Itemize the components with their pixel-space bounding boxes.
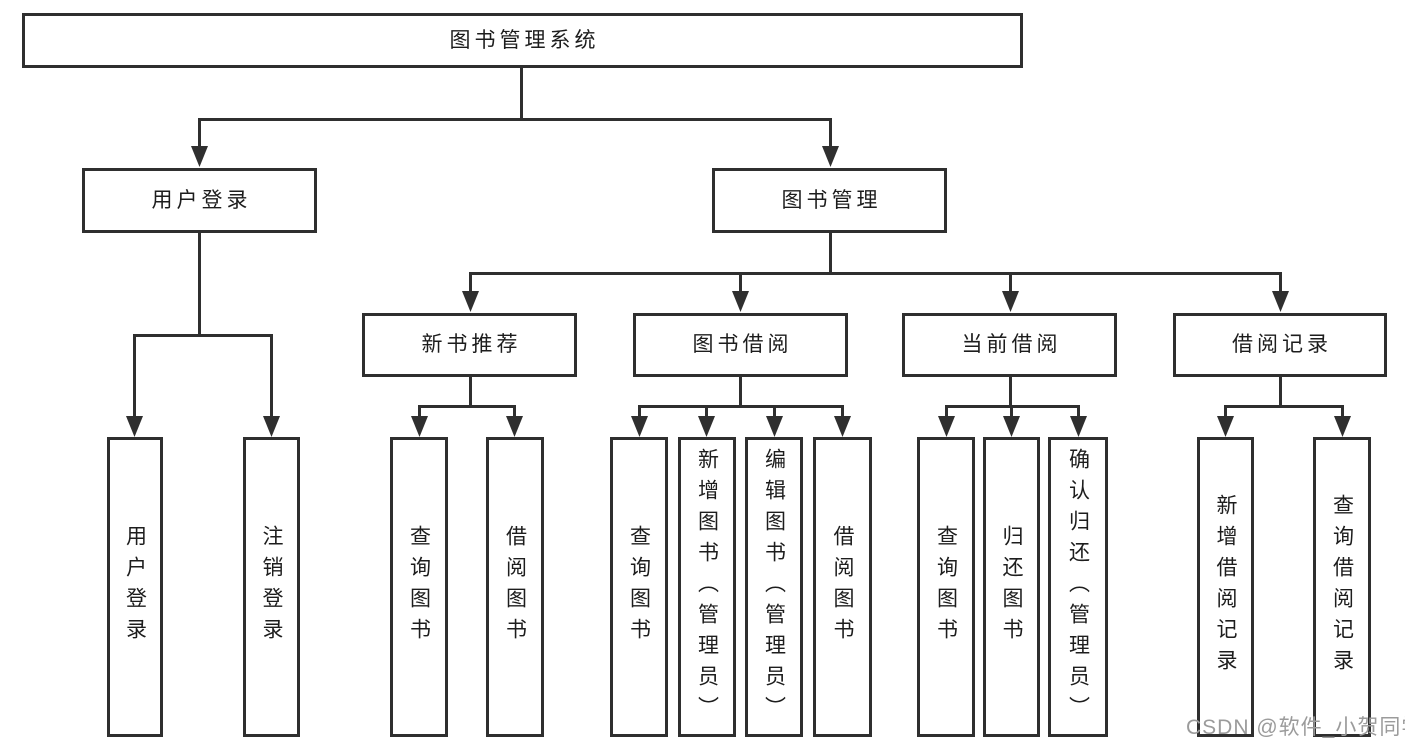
connector-currentborrow-to-leaves bbox=[945, 377, 1080, 420]
arrowhead-down-icon bbox=[1272, 291, 1289, 312]
node-root: 图书管理系统 bbox=[22, 13, 1023, 68]
arrowhead-down-icon bbox=[834, 416, 851, 437]
arrowhead-down-icon bbox=[1003, 416, 1020, 437]
leaf-add-book: 新增图书（管理员） bbox=[678, 437, 736, 737]
arrowhead-down-icon bbox=[938, 416, 955, 437]
node-new-book-recommend: 新书推荐 bbox=[362, 313, 577, 377]
leaf-user-login-label: 用户登录 bbox=[123, 525, 147, 649]
arrowhead-down-icon bbox=[263, 416, 280, 437]
node-book-borrow-label: 图书借阅 bbox=[692, 333, 793, 357]
node-book-management: 图书管理 bbox=[712, 168, 947, 233]
leaf-query-book-1: 查询图书 bbox=[390, 437, 448, 737]
arrowhead-down-icon bbox=[191, 146, 208, 167]
leaf-query-borrow-record-label: 查询借阅记录 bbox=[1330, 494, 1354, 680]
arrowhead-down-icon bbox=[1334, 416, 1351, 437]
leaf-return-book: 归还图书 bbox=[983, 437, 1040, 737]
leaf-borrow-book-1: 借阅图书 bbox=[486, 437, 544, 737]
leaf-confirm-return: 确认归还（管理员） bbox=[1048, 437, 1108, 737]
leaf-borrow-book-2-label: 借阅图书 bbox=[831, 525, 854, 649]
connector-bookmgmt-to-level3 bbox=[469, 233, 1282, 296]
node-borrow-records-label: 借阅记录 bbox=[1232, 333, 1332, 357]
leaf-user-login: 用户登录 bbox=[107, 437, 163, 737]
node-current-borrow: 当前借阅 bbox=[902, 313, 1117, 377]
arrowhead-down-icon bbox=[631, 416, 648, 437]
node-current-borrow-label: 当前借阅 bbox=[961, 333, 1062, 357]
node-user-login: 用户登录 bbox=[82, 168, 317, 233]
leaf-add-borrow-record-label: 新增借阅记录 bbox=[1214, 494, 1237, 680]
leaf-confirm-return-label: 确认归还（管理员） bbox=[1066, 447, 1090, 727]
node-borrow-records: 借阅记录 bbox=[1173, 313, 1387, 377]
arrowhead-down-icon bbox=[1217, 416, 1234, 437]
node-user-login-label: 用户登录 bbox=[151, 188, 252, 212]
connector-newbookrec-to-leaves bbox=[418, 377, 516, 420]
node-root-label: 图书管理系统 bbox=[449, 28, 600, 52]
arrowhead-down-icon bbox=[766, 416, 783, 437]
leaf-query-book-3-label: 查询图书 bbox=[934, 525, 958, 649]
leaf-query-book-2: 查询图书 bbox=[610, 437, 668, 737]
arrowhead-down-icon bbox=[411, 416, 428, 437]
leaf-edit-book-label: 编辑图书（管理员） bbox=[762, 447, 786, 727]
connector-root-to-level2 bbox=[198, 68, 832, 150]
leaf-logout: 注销登录 bbox=[243, 437, 300, 737]
leaf-add-borrow-record: 新增借阅记录 bbox=[1197, 437, 1254, 737]
leaf-add-book-label: 新增图书（管理员） bbox=[695, 447, 719, 727]
node-new-book-recommend-label: 新书推荐 bbox=[421, 333, 522, 357]
node-book-borrow: 图书借阅 bbox=[633, 313, 848, 377]
leaf-query-borrow-record: 查询借阅记录 bbox=[1313, 437, 1371, 737]
arrowhead-down-icon bbox=[1002, 291, 1019, 312]
arrowhead-down-icon bbox=[698, 416, 715, 437]
connector-bookborrow-to-leaves bbox=[638, 377, 844, 420]
arrowhead-down-icon bbox=[822, 146, 839, 167]
arrowhead-down-icon bbox=[506, 416, 523, 437]
leaf-query-book-2-label: 查询图书 bbox=[627, 525, 651, 649]
csdn-watermark: CSDN @软件_小贺同学 bbox=[1186, 716, 1405, 739]
leaf-return-book-label: 归还图书 bbox=[1000, 525, 1023, 649]
arrowhead-down-icon bbox=[1070, 416, 1087, 437]
leaf-edit-book: 编辑图书（管理员） bbox=[745, 437, 803, 737]
leaf-query-book-1-label: 查询图书 bbox=[407, 525, 431, 649]
arrowhead-down-icon bbox=[462, 291, 479, 312]
node-book-management-label: 图书管理 bbox=[781, 188, 882, 212]
connector-borrowrecords-to-leaves bbox=[1224, 377, 1344, 420]
leaf-borrow-book-1-label: 借阅图书 bbox=[503, 525, 527, 649]
arrowhead-down-icon bbox=[732, 291, 749, 312]
leaf-logout-label: 注销登录 bbox=[260, 525, 283, 649]
connector-userlogin-to-leaves bbox=[133, 233, 273, 420]
leaf-borrow-book-2: 借阅图书 bbox=[813, 437, 872, 737]
leaf-query-book-3: 查询图书 bbox=[917, 437, 975, 737]
arrowhead-down-icon bbox=[126, 416, 143, 437]
